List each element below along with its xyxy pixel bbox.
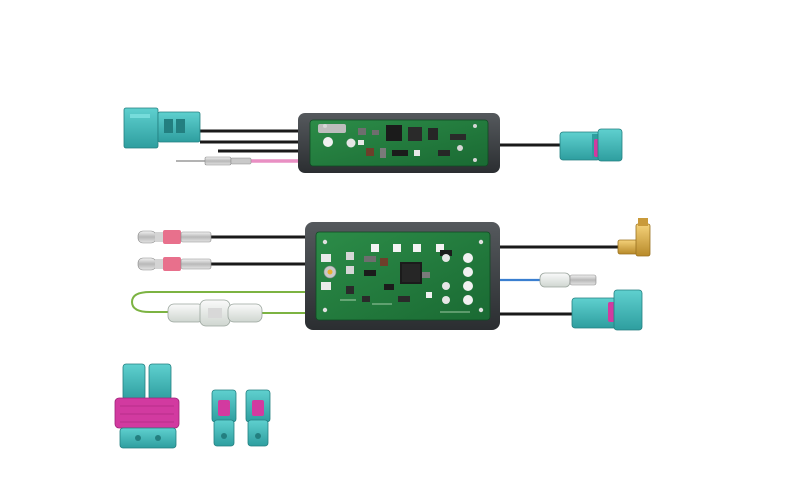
- teal-power-connector: [123, 107, 201, 149]
- upper-amplifier-assembly: [123, 107, 623, 173]
- pin-terminal: [176, 156, 252, 166]
- fakra-connector-loose-2: [245, 389, 271, 447]
- lower-amplifier-assembly: [130, 218, 651, 331]
- upper-module-housing: [298, 113, 500, 173]
- crimp-terminal-2: [137, 257, 212, 271]
- crimp-terminal-1: [137, 230, 212, 244]
- right-angle-smb-connector: [617, 218, 651, 257]
- fakra-connector-loose-1: [211, 389, 237, 447]
- inline-fuse: [167, 299, 263, 327]
- fakra-connector-lower: [571, 289, 643, 331]
- lower-module-housing: [305, 222, 500, 330]
- fakra-connector-upper: [559, 128, 623, 162]
- upper-left-cables: [200, 129, 300, 163]
- flat-blade-terminal: [539, 272, 597, 288]
- quadlock-connector: [114, 363, 180, 449]
- lower-left-cables: [130, 235, 306, 314]
